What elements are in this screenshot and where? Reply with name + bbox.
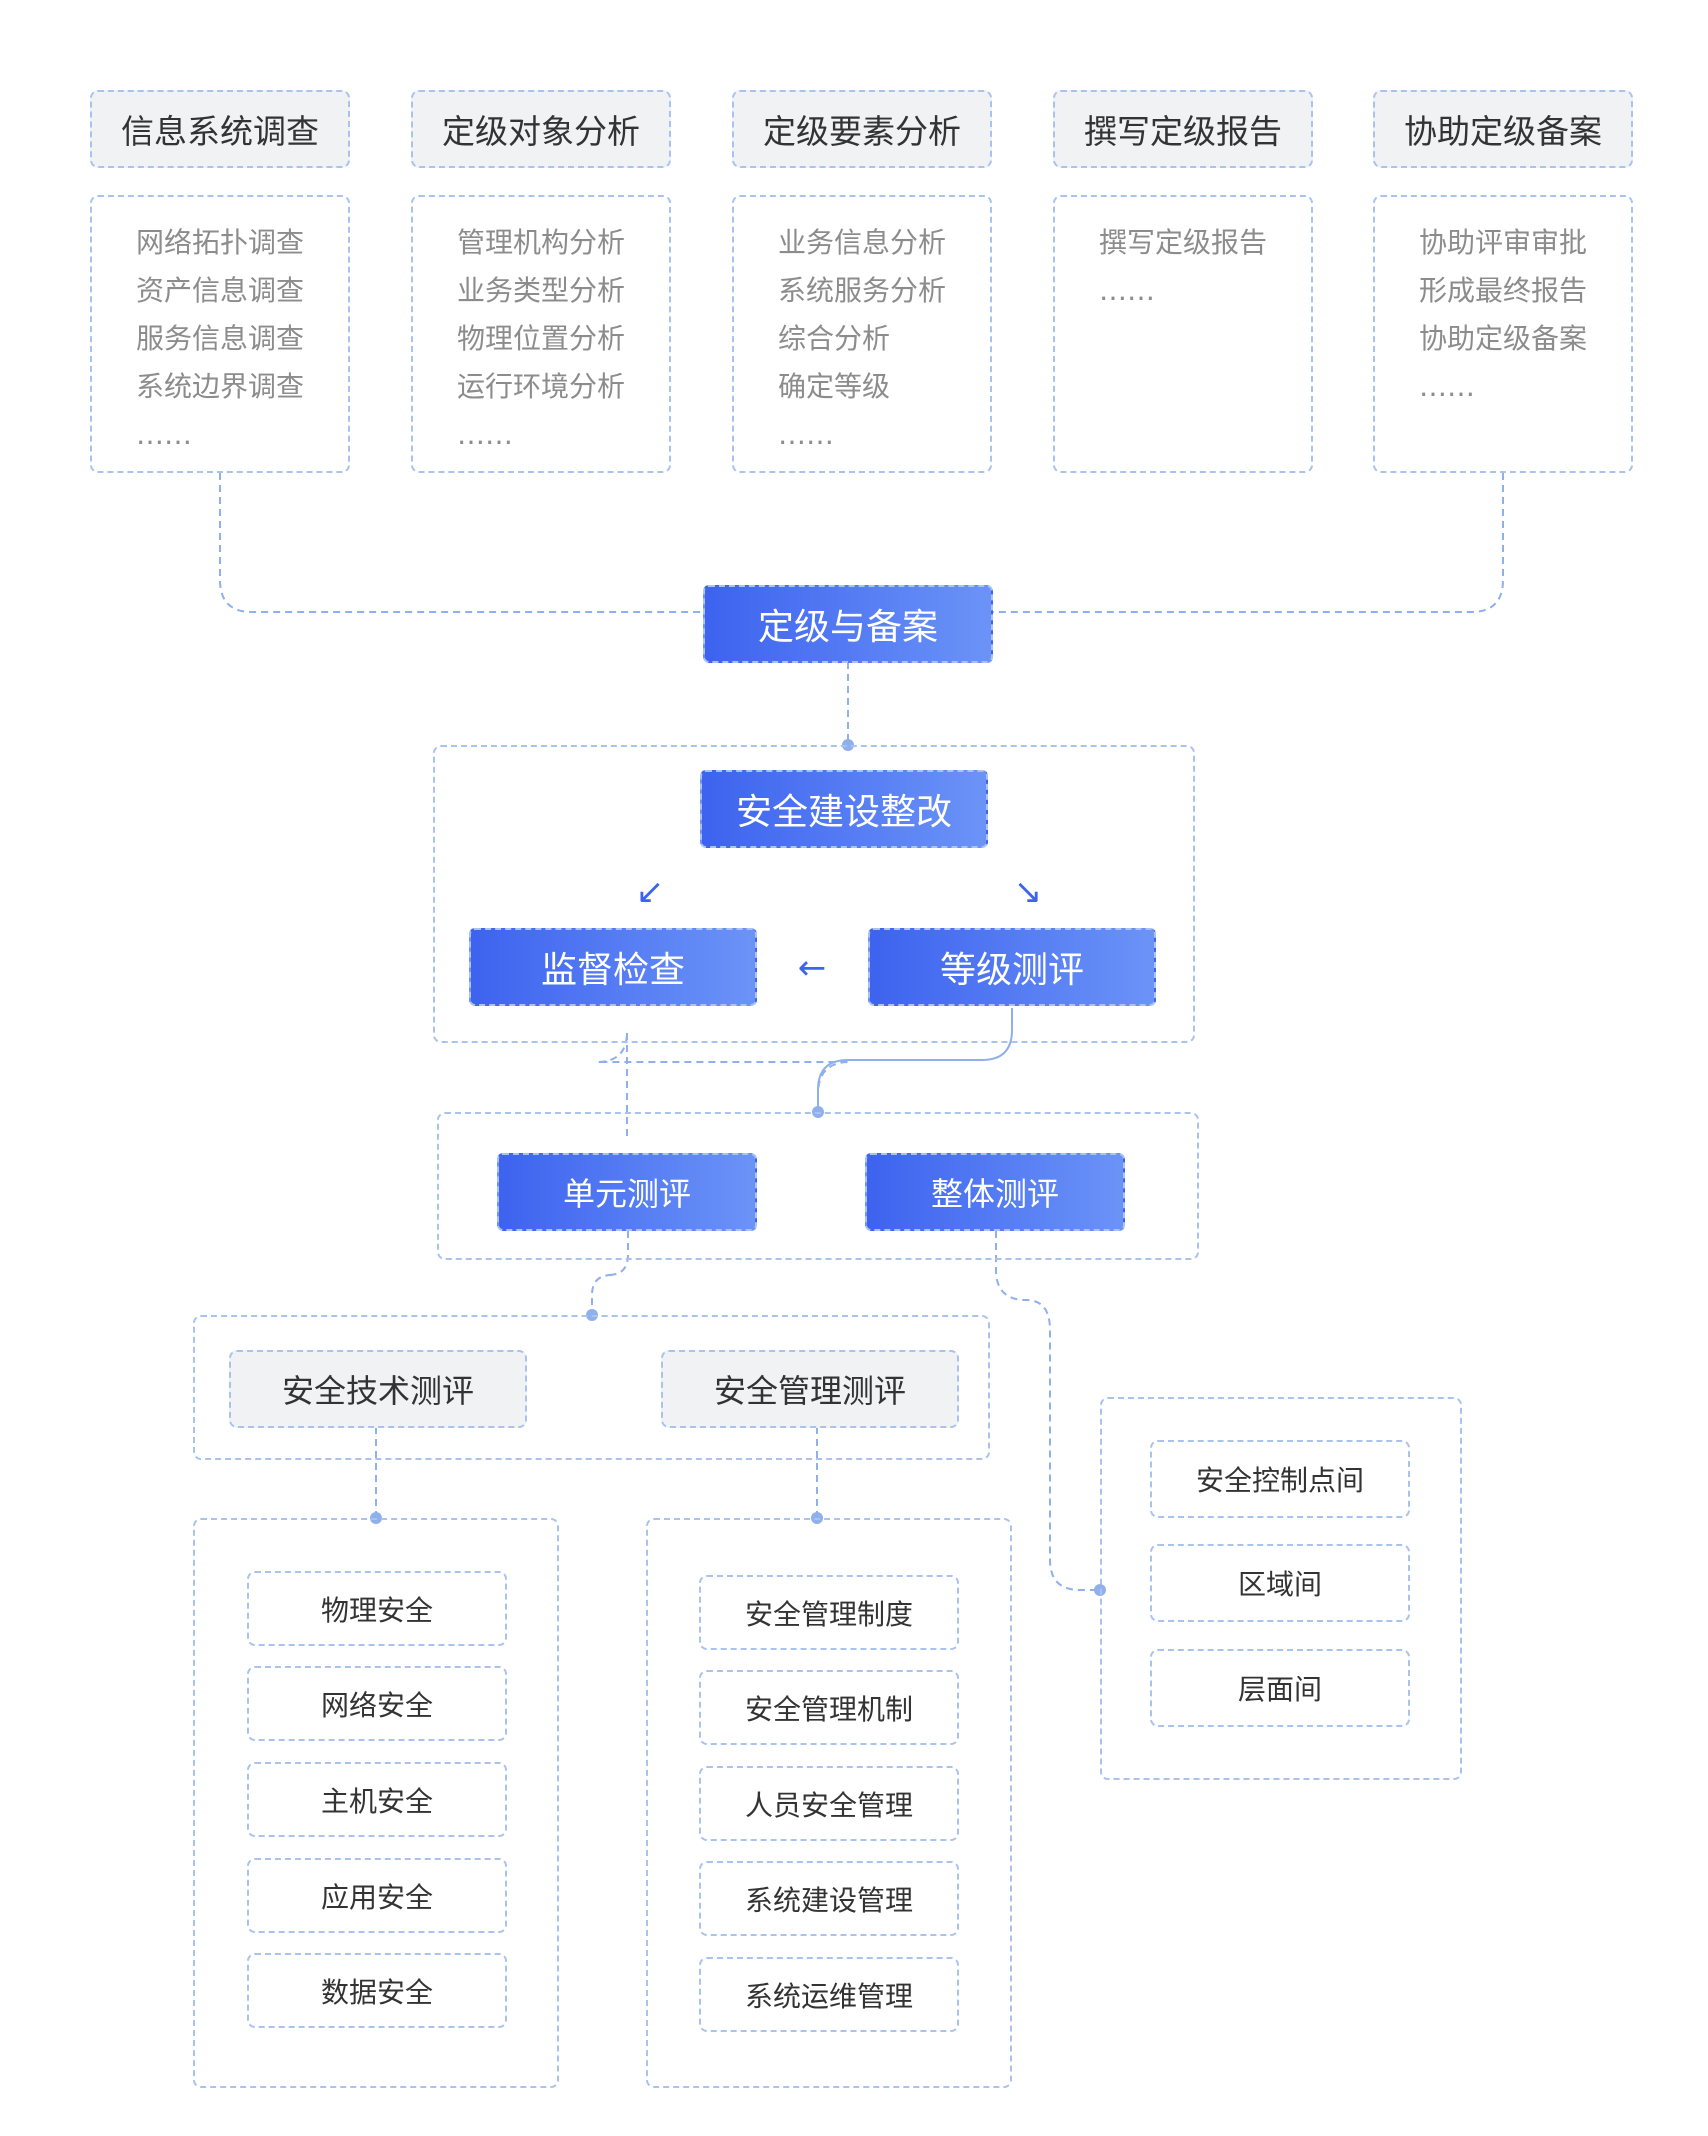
col-3-title: 定级要素分析 [732, 90, 992, 168]
mgmt-item: 安全管理制度 [699, 1575, 959, 1650]
list-item: …… [136, 418, 192, 451]
col-2-title: 定级对象分析 [411, 90, 671, 168]
list-item: 撰写定级报告 [1099, 226, 1268, 259]
list-item: 运行环境分析 [457, 370, 626, 403]
list-item: 资产信息调查 [136, 274, 305, 307]
eval-type-container [437, 1112, 1199, 1260]
list-item: 服务信息调查 [136, 322, 305, 355]
list-item: 协助定级备案 [1419, 322, 1588, 355]
list-item: 管理机构分析 [457, 226, 626, 259]
col-1-list: 网络拓扑调查 资产信息调查 服务信息调查 系统边界调查 …… [90, 195, 350, 473]
mgmt-item: 系统建设管理 [699, 1861, 959, 1936]
mgmt-item: 安全管理机制 [699, 1670, 959, 1745]
list-item: 确定等级 [778, 370, 891, 403]
col-2-list: 管理机构分析 业务类型分析 物理位置分析 运行环境分析 …… [411, 195, 671, 473]
col-5-list: 协助评审审批 形成最终报告 协助定级备案 …… [1373, 195, 1633, 473]
col-1-title: 信息系统调查 [90, 90, 350, 168]
list-item: …… [457, 418, 513, 451]
mgmt-item: 系统运维管理 [699, 1957, 959, 2032]
mgmt-eval: 安全管理测评 [661, 1350, 959, 1428]
list-item: 业务类型分析 [457, 274, 626, 307]
unit-group-container [193, 1315, 990, 1460]
list-item: 系统边界调查 [136, 370, 305, 403]
col-4-title: 撰写定级报告 [1053, 90, 1313, 168]
list-item: 网络拓扑调查 [136, 226, 305, 259]
overall-list-container [1100, 1397, 1462, 1780]
list-item: …… [1419, 370, 1475, 403]
unit-eval: 单元测评 [497, 1153, 757, 1231]
stage-supervision: 监督检查 [469, 928, 757, 1006]
rectification-container [433, 745, 1195, 1043]
overall-item: 区域间 [1150, 1544, 1410, 1622]
col-3-list: 业务信息分析 系统服务分析 综合分析 确定等级 …… [732, 195, 992, 473]
list-item: 形成最终报告 [1419, 274, 1588, 307]
stage-filing: 定级与备案 [703, 585, 993, 663]
list-item: 系统服务分析 [778, 274, 947, 307]
overall-item: 层面间 [1150, 1649, 1410, 1727]
list-item: …… [1099, 274, 1155, 307]
tech-item: 网络安全 [247, 1666, 507, 1741]
overall-eval: 整体测评 [865, 1153, 1125, 1231]
list-item: 业务信息分析 [778, 226, 947, 259]
mgmt-item: 人员安全管理 [699, 1766, 959, 1841]
list-item: 综合分析 [778, 322, 891, 355]
col-5-title: 协助定级备案 [1373, 90, 1633, 168]
tech-item: 物理安全 [247, 1571, 507, 1646]
tech-eval: 安全技术测评 [229, 1350, 527, 1428]
stage-rectification: 安全建设整改 [700, 770, 988, 848]
tech-item: 应用安全 [247, 1858, 507, 1933]
col-4-list: 撰写定级报告 …… [1053, 195, 1313, 473]
stage-grading-eval: 等级测评 [868, 928, 1156, 1006]
arrow-down-right-icon: ↘ [1013, 872, 1043, 912]
arrow-left-icon: ← [797, 948, 827, 988]
list-item: 物理位置分析 [457, 322, 626, 355]
tech-item: 主机安全 [247, 1762, 507, 1837]
overall-item: 安全控制点间 [1150, 1440, 1410, 1518]
list-item: 协助评审审批 [1419, 226, 1588, 259]
mgmt-list-container [646, 1518, 1012, 2088]
tech-list-container [193, 1518, 559, 2088]
list-item: …… [778, 418, 834, 451]
arrow-down-left-icon: ↙ [635, 872, 665, 912]
tech-item: 数据安全 [247, 1953, 507, 2028]
